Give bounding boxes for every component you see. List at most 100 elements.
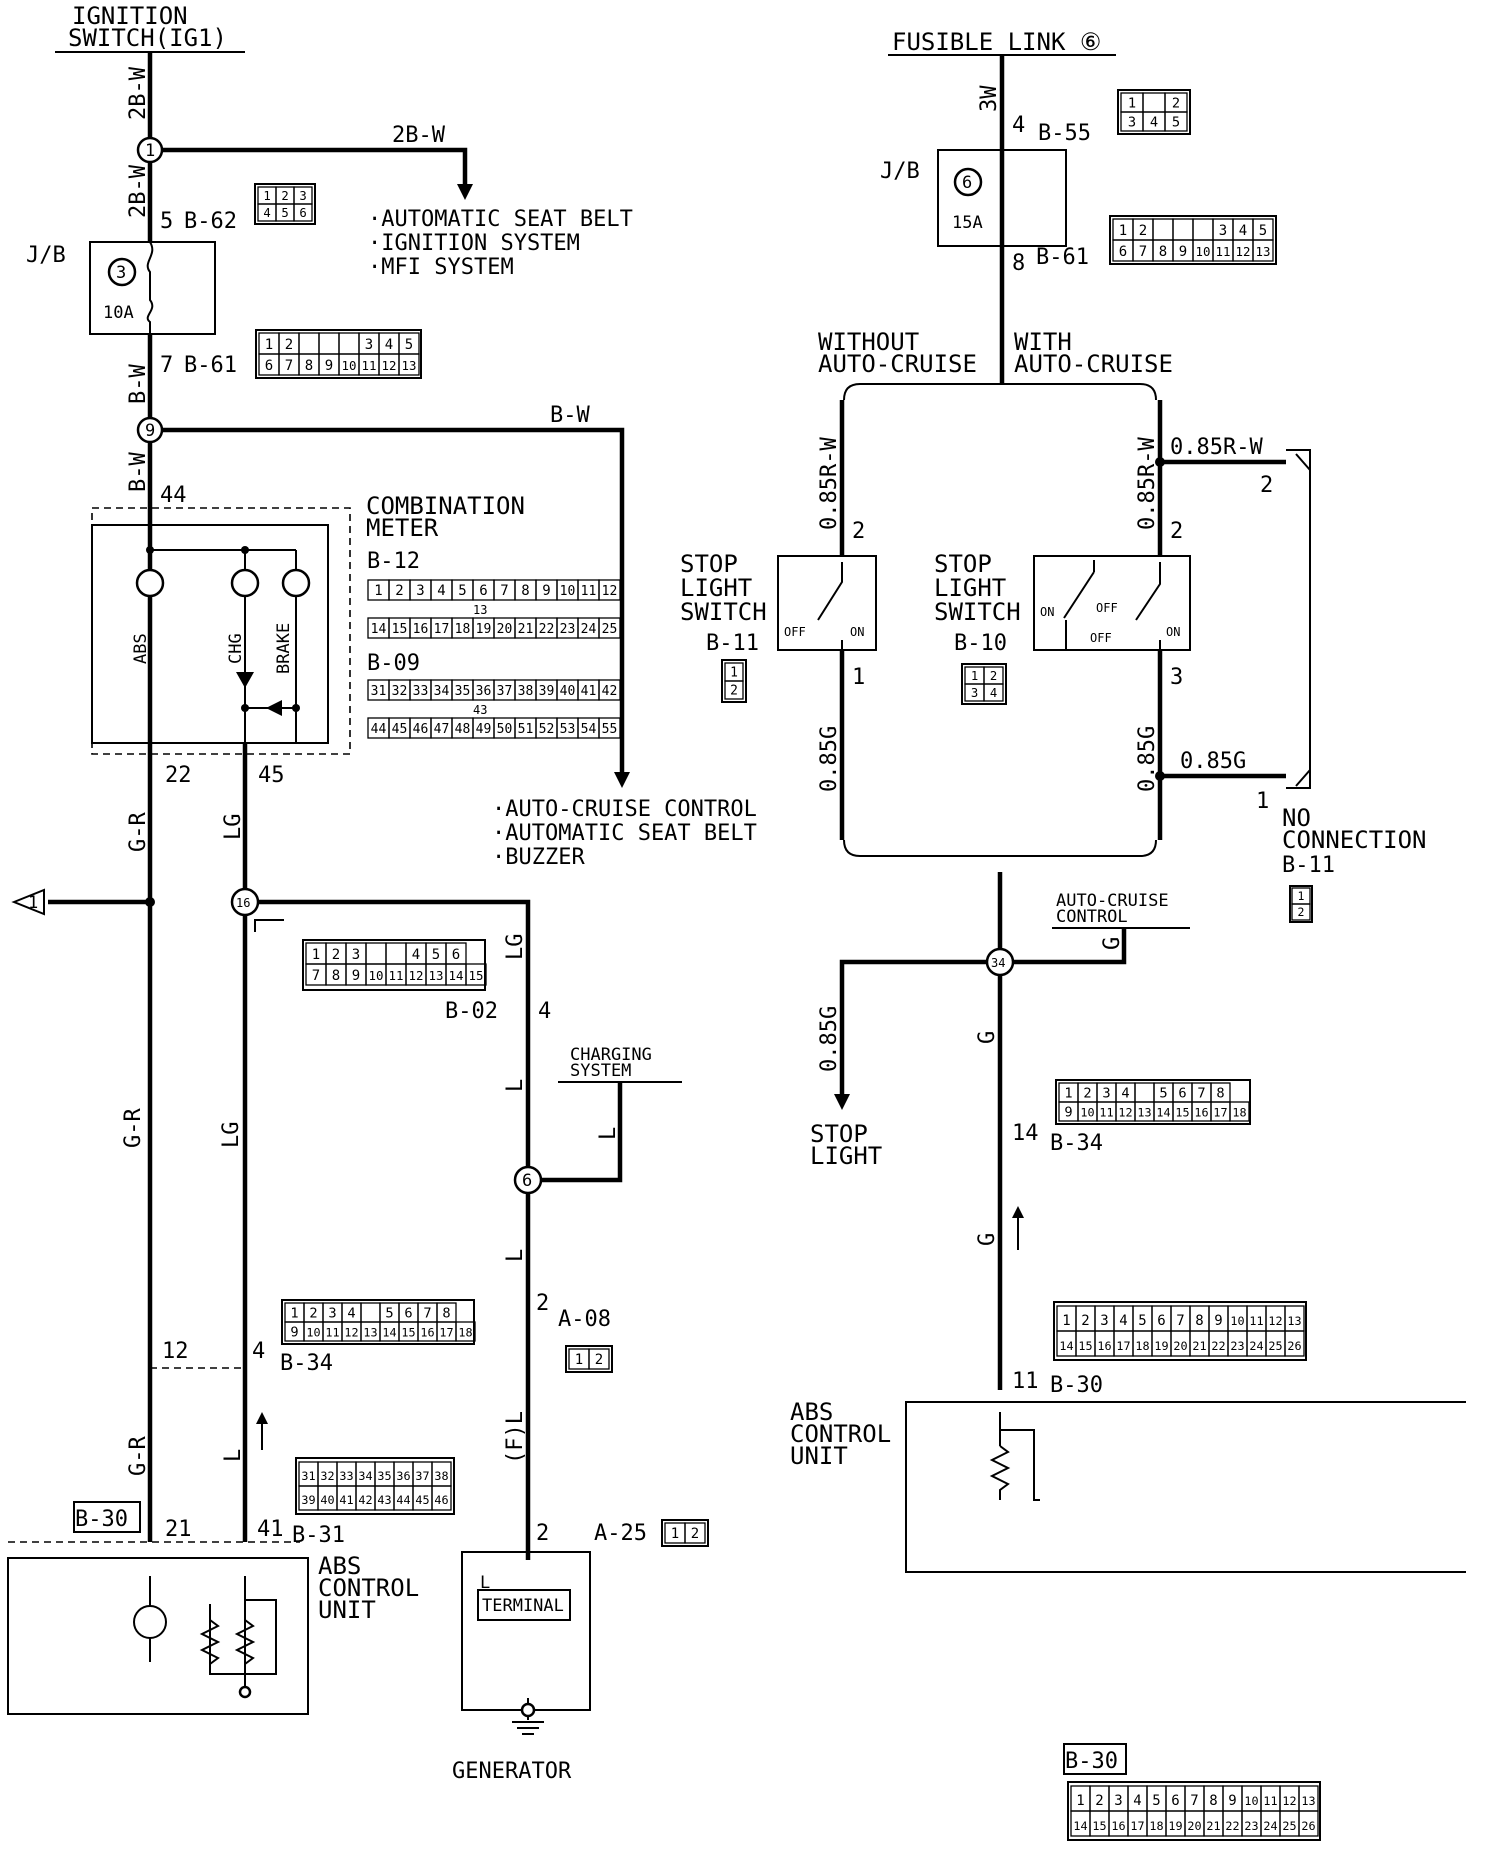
pin-number: 44	[396, 1493, 410, 1507]
pin-number: 50	[497, 722, 513, 737]
wire-splice16-branch	[258, 899, 531, 1180]
pin-number: 9	[1228, 1793, 1236, 1809]
offpage-connector-1-label: 1	[28, 893, 38, 913]
pin-number: 1	[290, 1305, 298, 1321]
connector-b30b-tag-box	[1063, 1743, 1127, 1775]
pin-number: 6	[1178, 1085, 1186, 1101]
stop-light-label-2: LIGHT	[810, 1142, 882, 1170]
pin-number: 1	[971, 669, 978, 683]
splice-34-label: 34	[991, 956, 1005, 970]
pin-number: 4	[437, 583, 445, 599]
pin-number: 10	[342, 358, 357, 373]
pin-number: 39	[539, 684, 555, 699]
pin-number: 15	[469, 968, 484, 983]
wire-label-085rw-3: 0.85R-W	[1170, 435, 1263, 460]
pin-2b: 2	[536, 1521, 549, 1546]
pin-number: 2	[1172, 95, 1180, 111]
wire-label-bw-3: B-W	[126, 452, 151, 492]
abs-unit-label-1: ABS	[318, 1552, 361, 1580]
pin-4c: 4	[1012, 113, 1025, 138]
pin-number: 6	[1157, 1313, 1165, 1329]
pin-11: 11	[1012, 1369, 1039, 1394]
connector-b31-label: B-31	[292, 1523, 345, 1548]
pin-number: 16	[1111, 1819, 1125, 1833]
option-bracket-bottom	[843, 839, 1157, 857]
pin-number: 40	[560, 684, 576, 699]
pin-number: 14	[371, 622, 387, 637]
pin-number: 7	[423, 1305, 431, 1321]
pin-number: 6	[1119, 244, 1127, 260]
pin-number: 52	[539, 722, 555, 737]
wire-label-g-1: G	[1100, 937, 1125, 950]
pin-number: 8	[332, 968, 340, 984]
pin-number: 8	[1209, 1793, 1217, 1809]
pin-number: 40	[320, 1493, 334, 1507]
pin-number: 15	[401, 1325, 415, 1339]
wire-label-bw-2: B-W	[550, 403, 590, 428]
auto-cruise-control-1: AUTO-CRUISE	[1056, 891, 1169, 911]
pin-number: 3	[352, 947, 360, 963]
chg-lamp-icon	[230, 568, 260, 598]
connector-b02-label: B-02	[445, 999, 498, 1024]
abs-unit-left-circuit	[209, 1599, 277, 1675]
pin-cell	[1134, 1082, 1155, 1103]
pin-44: 44	[160, 483, 187, 508]
switch-right-off1: OFF	[1096, 601, 1118, 615]
pin-number: 1	[1128, 95, 1136, 111]
pin-number: 13	[1301, 1794, 1315, 1808]
arrow-up-icon-2	[1012, 1206, 1024, 1218]
pin-number: 1	[374, 583, 382, 599]
pin-number: 15	[1078, 1339, 1092, 1353]
pin-number: 23	[1230, 1339, 1244, 1353]
arrow-down-icon-3	[834, 1094, 850, 1110]
pin-number: 26	[1287, 1339, 1301, 1353]
pin-number: 53	[560, 722, 576, 737]
pin-number: 18	[458, 1325, 472, 1339]
pin-number: 4	[1119, 1313, 1127, 1329]
generator-label: GENERATOR	[452, 1759, 572, 1784]
pin-12: 12	[162, 1339, 189, 1364]
pin-number: 5	[458, 583, 466, 599]
connector-b12-label: B-12	[367, 549, 420, 574]
pin-number: 3	[1128, 114, 1136, 130]
pin-number: 10	[1230, 1314, 1244, 1328]
pin-cell	[598, 679, 621, 701]
arrow-up-icon	[256, 1412, 268, 1424]
transistor-icon	[133, 1605, 167, 1639]
pin-number: 6	[265, 358, 273, 374]
pin-number: 13	[363, 1325, 377, 1339]
pin-number: 1	[575, 1352, 583, 1368]
pin-number: 24	[1263, 1819, 1277, 1833]
lamp-label-chg: CHG	[226, 633, 246, 664]
wire-label-lg-2: LG	[503, 934, 528, 961]
ground-node-icon	[520, 1702, 536, 1718]
junction-block-right	[937, 149, 1067, 247]
pin-number: 11	[1249, 1314, 1263, 1328]
pin-number: 1	[1119, 223, 1127, 239]
no-connection-connector	[1286, 449, 1311, 789]
pin-number: 13	[1287, 1314, 1301, 1328]
pin-1b: 1	[1256, 789, 1269, 814]
pin-number: 4	[347, 1305, 355, 1321]
wire-label-085g-1: 0.85G	[817, 726, 842, 792]
junction-gr-offpage	[145, 897, 155, 907]
pin-number: 12	[344, 1325, 358, 1339]
pin-number: 14	[382, 1325, 396, 1339]
pin-number: 15	[392, 622, 408, 637]
pin-cell	[598, 617, 621, 639]
pin-number: 9	[1064, 1104, 1072, 1120]
pin-number: 19	[1154, 1339, 1168, 1353]
pin-cell	[724, 680, 744, 700]
pin-number: 51	[518, 722, 534, 737]
pin-number: 4	[1133, 1793, 1141, 1809]
wire-label-gr-1: G-R	[126, 812, 151, 852]
flow-arrow-icon	[254, 919, 284, 932]
